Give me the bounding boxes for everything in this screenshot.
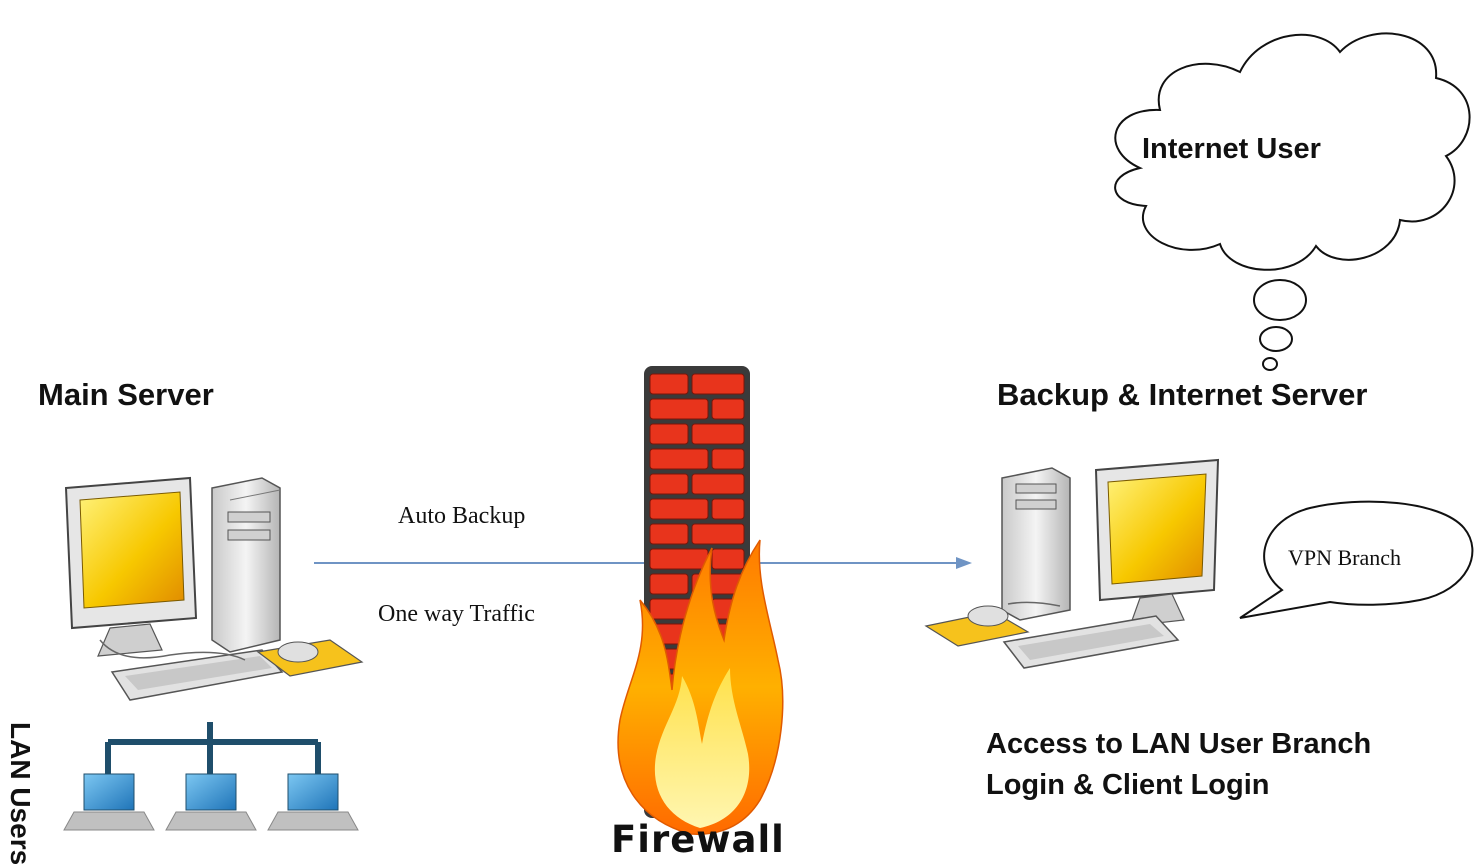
backup-server-label: Backup & Internet Server xyxy=(997,377,1368,412)
internet-user-label: Internet User xyxy=(1142,133,1321,165)
vpn-branch-label: VPN Branch xyxy=(1288,545,1402,570)
internet-user-thought-cloud xyxy=(1114,32,1471,371)
main-server-computer-icon xyxy=(64,476,364,701)
lan-laptop-icon xyxy=(165,773,257,831)
lan-laptop-icon xyxy=(63,773,155,831)
lan-laptop-icon xyxy=(267,773,359,831)
lan-network-icon xyxy=(63,722,359,831)
access-line1-label: Access to LAN User Branch xyxy=(986,728,1372,760)
backup-server-computer-icon xyxy=(924,458,1220,669)
one-way-traffic-arrow xyxy=(314,557,972,569)
access-line2-label: Login & Client Login xyxy=(986,769,1270,801)
auto-backup-label: Auto Backup xyxy=(398,503,526,529)
firewall-icon xyxy=(617,366,784,835)
vpn-branch-speech-bubble xyxy=(1239,500,1474,619)
lan-users-label: LAN Users xyxy=(5,722,36,865)
firewall-label: Firewall xyxy=(611,818,785,861)
main-server-label: Main Server xyxy=(38,377,214,412)
one-way-traffic-label: One way Traffic xyxy=(378,601,535,627)
